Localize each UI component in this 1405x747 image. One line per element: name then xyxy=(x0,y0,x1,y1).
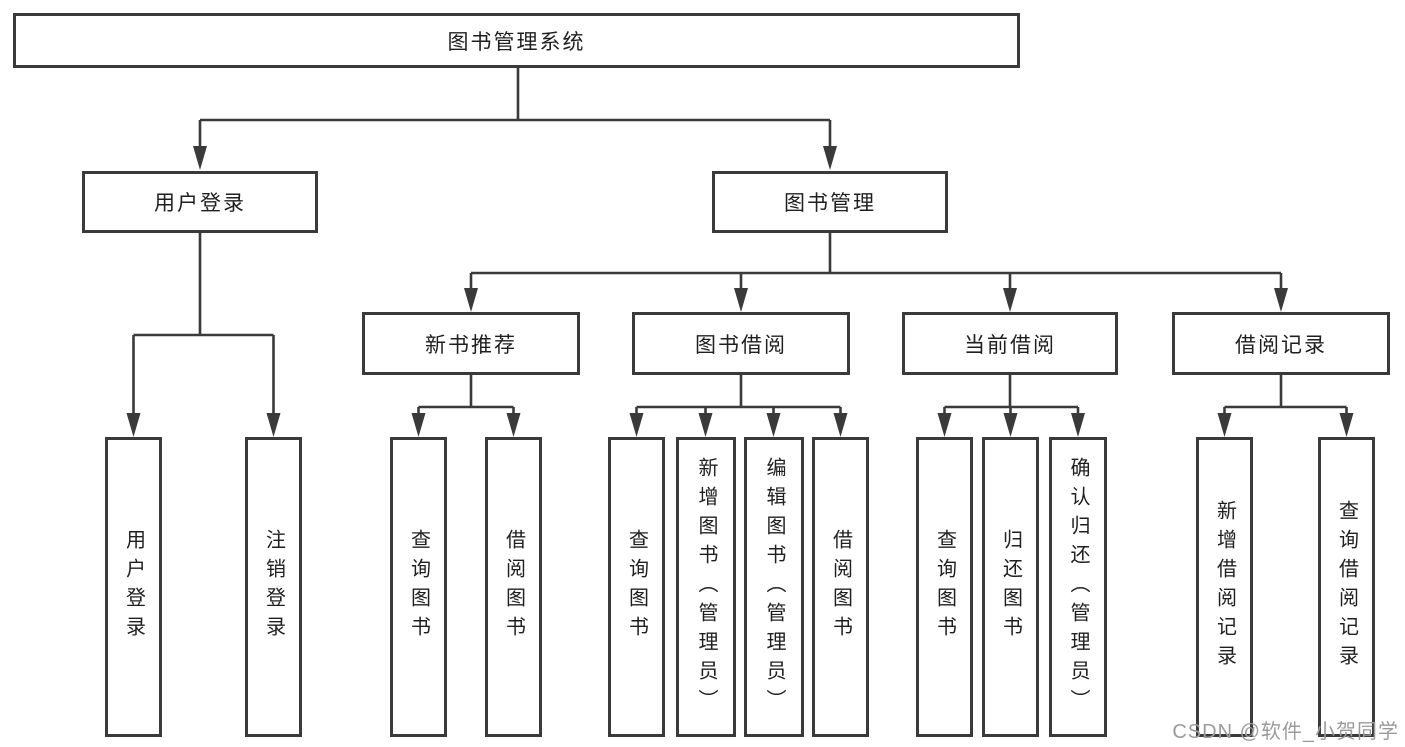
csdn-watermark: CSDN @软件_小贺同学 xyxy=(1172,721,1399,743)
node-book-borrow: 图书借阅 xyxy=(632,312,850,375)
node-current-borrow: 当前借阅 xyxy=(902,312,1118,375)
leaf-label: 用户登录 xyxy=(122,529,145,645)
node-book-management: 图书管理 xyxy=(712,171,948,233)
leaf-label: 查询借阅记录 xyxy=(1335,500,1358,674)
leaf-label: 归还图书 xyxy=(999,529,1022,645)
leaf-user-login: 用户登录 xyxy=(105,437,162,737)
node-user-login: 用户登录 xyxy=(82,171,318,233)
leaf-confirm-return-admin: 确认归还（管理员） xyxy=(1049,437,1107,737)
leaf-label: 借阅图书 xyxy=(829,529,852,645)
leaf-edit-books-admin: 编辑图书（管理员） xyxy=(744,437,804,737)
leaf-label: 编辑图书（管理员） xyxy=(763,456,785,718)
connector-book-management-to-sections xyxy=(464,233,1288,312)
node-new-book-recommend: 新书推荐 xyxy=(362,312,580,375)
leaf-return-books: 归还图书 xyxy=(982,437,1039,737)
connector-new-book-to-leaves xyxy=(411,375,521,437)
leaf-label: 注销登录 xyxy=(262,529,285,645)
leaf-query-books-borrow: 查询图书 xyxy=(608,437,665,737)
node-root-system: 图书管理系统 xyxy=(13,13,1020,68)
leaf-logout: 注销登录 xyxy=(245,437,302,737)
leaf-label: 新增图书（管理员） xyxy=(695,456,717,718)
leaf-label: 新增借阅记录 xyxy=(1213,500,1236,674)
leaf-label: 查询图书 xyxy=(407,529,430,645)
leaf-add-books-admin: 新增图书（管理员） xyxy=(676,437,736,737)
leaf-label: 确认归还（管理员） xyxy=(1067,456,1089,718)
connector-current-borrow-to-leaves xyxy=(937,375,1085,437)
node-borrow-records: 借阅记录 xyxy=(1172,312,1390,375)
connector-root-to-branches xyxy=(193,68,837,170)
leaf-label: 查询图书 xyxy=(625,529,648,645)
leaf-borrow-books-recommend: 借阅图书 xyxy=(485,437,542,737)
leaf-query-books-current: 查询图书 xyxy=(916,437,973,737)
leaf-query-books-recommend: 查询图书 xyxy=(390,437,447,737)
leaf-query-borrow-record: 查询借阅记录 xyxy=(1318,437,1375,737)
leaf-add-borrow-record: 新增借阅记录 xyxy=(1196,437,1253,737)
connector-user-login-to-leaves xyxy=(126,233,281,437)
leaf-label: 借阅图书 xyxy=(502,529,525,645)
leaf-borrow-books: 借阅图书 xyxy=(812,437,869,737)
connector-borrow-records-to-leaves xyxy=(1217,375,1354,437)
leaf-label: 查询图书 xyxy=(933,529,956,645)
connector-book-borrow-to-leaves xyxy=(629,375,848,437)
